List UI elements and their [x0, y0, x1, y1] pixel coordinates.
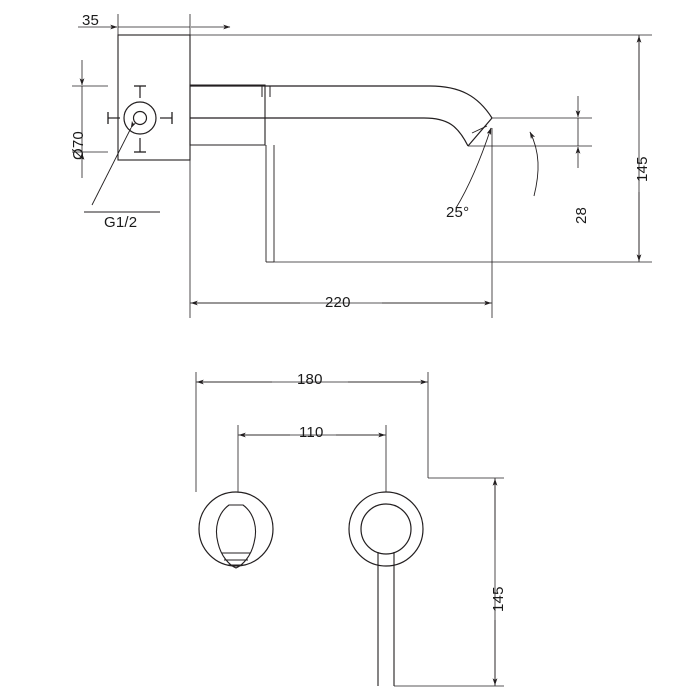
- dim-label-handle-diameter: Ø70: [70, 131, 87, 160]
- side-view-dimensions: [72, 14, 652, 318]
- dim-label-wall-plate-depth: 35: [82, 12, 100, 29]
- dim-label-total-height: 145: [634, 156, 651, 182]
- dim-label-spout-projection: 220: [325, 294, 351, 311]
- dim-label-front-height: 145: [490, 586, 507, 612]
- dim-label-spout-angle: 25°: [446, 204, 470, 221]
- dim-label-center-distance: 110: [299, 424, 324, 441]
- dim-label-spout-outlet-height: 28: [573, 206, 590, 224]
- front-view-dimensions: [195, 372, 504, 687]
- dim-label-overall-width: 180: [297, 371, 323, 388]
- front-view-geometry: [198, 491, 424, 686]
- side-view-geometry: [107, 34, 493, 263]
- dim-label-thread-size: G1/2: [104, 214, 138, 231]
